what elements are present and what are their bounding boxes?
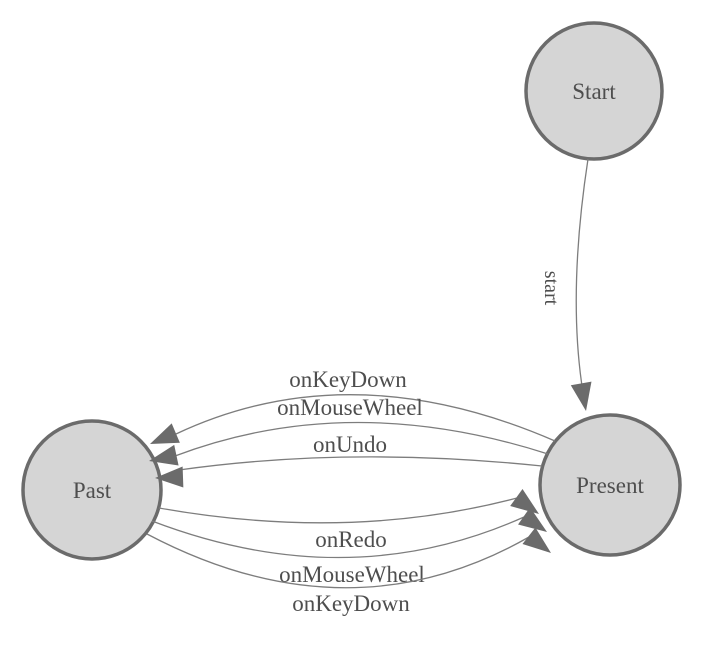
- edge-present-to-past-onkeydown-path[interactable]: [175, 394, 556, 442]
- edge-past-to-present-onkeydown-path[interactable]: [146, 533, 530, 589]
- edge-past-to-present-onredo[interactable]: onRedo: [158, 489, 546, 552]
- edge-label-onredo: onRedo: [315, 527, 387, 552]
- edge-label-onkeydown-lower: onKeyDown: [292, 591, 410, 616]
- node-start-label: Start: [572, 79, 616, 104]
- edge-present-to-past-onmousewheel-path[interactable]: [174, 421, 549, 457]
- edge-past-to-present-onredo-path[interactable]: [158, 497, 518, 524]
- node-present-label: Present: [576, 473, 644, 498]
- node-past-label: Past: [73, 478, 112, 503]
- node-past[interactable]: Past: [21, 419, 163, 561]
- edge-past-to-present-onkeydown[interactable]: onKeyDown: [146, 527, 558, 616]
- node-present-circle: [538, 413, 682, 557]
- edge-present-to-past-onundo-path[interactable]: [178, 456, 543, 471]
- edge-label-onmousewheel-upper: onMouseWheel: [277, 395, 423, 420]
- node-start-circle: [524, 21, 664, 161]
- edge-label-onkeydown-upper: onKeyDown: [289, 367, 407, 392]
- arrowhead-icon: [522, 527, 558, 562]
- edge-past-to-present-onmousewheel-path[interactable]: [151, 516, 525, 559]
- edge-label-onundo: onUndo: [313, 432, 387, 457]
- node-present[interactable]: Present: [538, 413, 682, 557]
- edge-start-to-present[interactable]: start: [540, 158, 597, 413]
- edge-present-to-past-onundo[interactable]: onUndo: [154, 432, 543, 489]
- edge-present-to-past-onkeydown[interactable]: onKeyDown: [145, 367, 556, 454]
- edge-label-start: start: [540, 271, 562, 306]
- node-start[interactable]: Start: [524, 21, 664, 161]
- edge-present-to-past-onmousewheel[interactable]: onMouseWheel: [146, 395, 549, 472]
- edge-start-to-present-path[interactable]: [575, 158, 589, 387]
- arrowhead-icon: [570, 381, 597, 413]
- node-past-circle: [21, 419, 163, 561]
